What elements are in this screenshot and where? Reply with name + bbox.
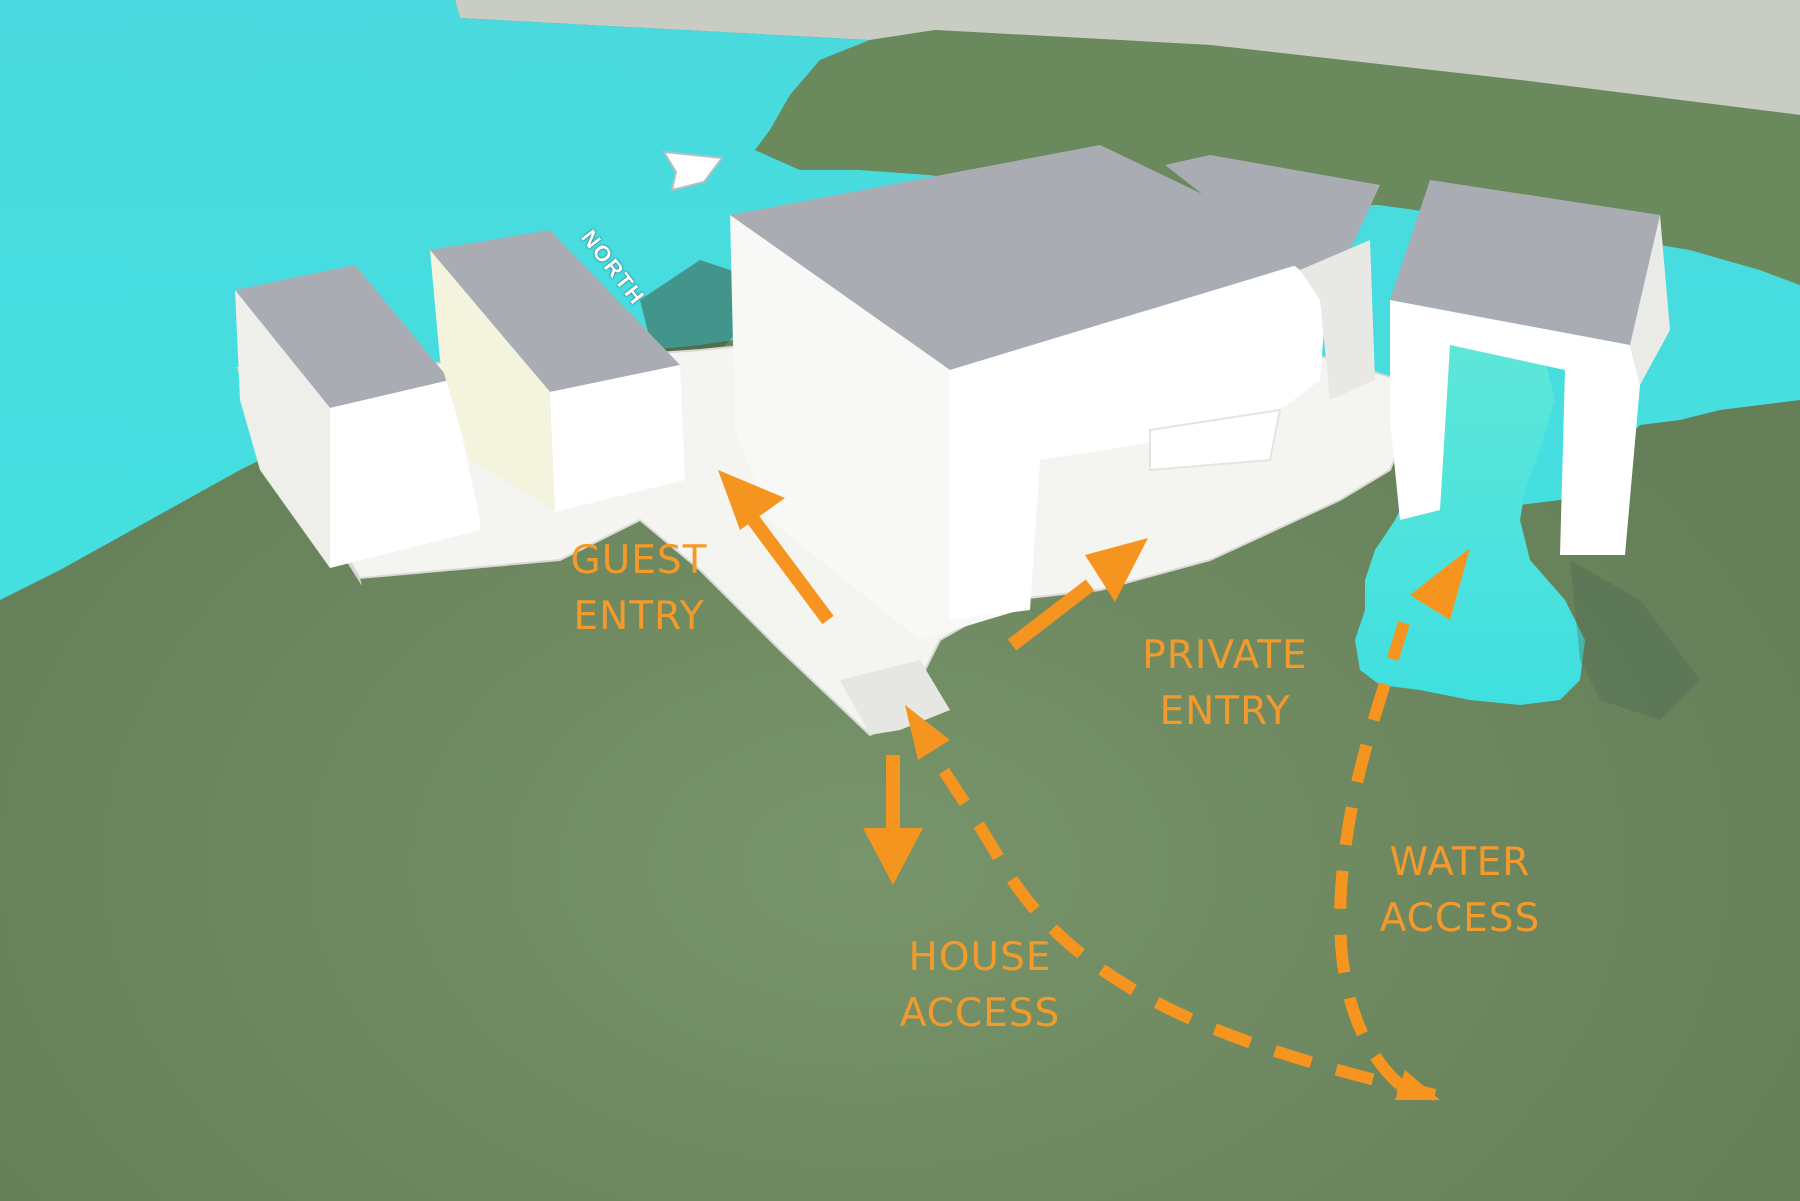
shadow-right <box>1570 560 1700 720</box>
private-entry-arrow <box>1007 538 1148 651</box>
boathouse <box>1390 180 1670 555</box>
guest-entry-line-1: GUEST <box>570 538 708 583</box>
house-access-line-2: ACCESS <box>899 991 1061 1036</box>
house-access-label: HOUSE ACCESS <box>880 930 1080 1042</box>
guest-entry-arrow <box>718 470 834 625</box>
guest-block-1 <box>235 265 480 568</box>
house-access-path <box>905 705 1440 1101</box>
private-entry-line-2: ENTRY <box>1159 689 1291 734</box>
water-access-label: WATER ACCESS <box>1365 835 1555 947</box>
private-entry-label: PRIVATE ENTRY <box>1130 628 1320 740</box>
water-access-line-2: ACCESS <box>1379 896 1541 941</box>
building-shadow <box>640 260 760 380</box>
main-house <box>730 145 1330 640</box>
water-access-path <box>1334 548 1470 1090</box>
north-arrow-icon <box>662 150 724 192</box>
water-access-line-1: WATER <box>1389 840 1531 885</box>
sky-plane <box>455 0 1800 115</box>
rear-block <box>1165 155 1380 400</box>
guest-entry-line-2: ENTRY <box>573 594 705 639</box>
guest-block-2 <box>430 230 685 512</box>
house-access-arrow <box>863 755 923 885</box>
private-entry-line-1: PRIVATE <box>1142 633 1308 678</box>
guest-entry-label: GUEST ENTRY <box>548 533 730 645</box>
entry-path <box>840 660 950 735</box>
house-access-line-1: HOUSE <box>908 935 1052 980</box>
